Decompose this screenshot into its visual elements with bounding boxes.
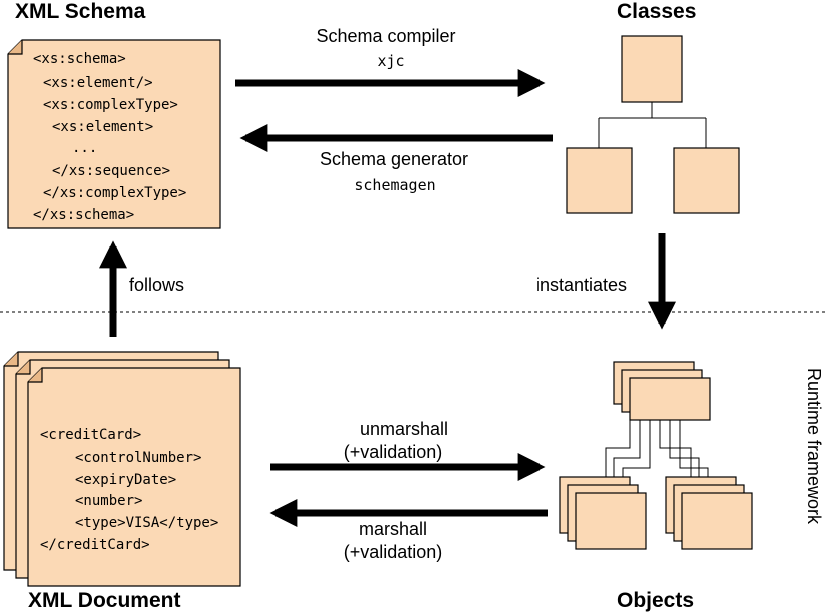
xjc-label: xjc bbox=[377, 52, 404, 70]
schema-code-line: <xs:schema> bbox=[33, 51, 126, 67]
marshall-label: marshall bbox=[359, 519, 427, 539]
marshall-validation-label: (+validation) bbox=[344, 542, 443, 562]
schema-code-line: </xs:schema> bbox=[33, 207, 134, 223]
unmarshall-validation-label: (+validation) bbox=[344, 442, 443, 462]
schema-code-line: <xs:complexType> bbox=[43, 97, 178, 113]
document-code-line: <creditCard> bbox=[40, 427, 141, 443]
schemagen-label: schemagen bbox=[354, 176, 435, 194]
object-right bbox=[681, 492, 753, 550]
document-code-line: </creditCard> bbox=[40, 537, 150, 553]
document-code-line: <expiryDate> bbox=[75, 472, 176, 488]
schema-compiler-label: Schema compiler bbox=[316, 26, 455, 46]
schema-code-line: ... bbox=[72, 140, 97, 156]
schema-code-line: <xs:element/> bbox=[43, 75, 153, 91]
objects-graph bbox=[559, 361, 753, 550]
runtime-framework-label: Runtime framework bbox=[804, 368, 824, 525]
document-code-line: <controlNumber> bbox=[75, 450, 201, 466]
object-left bbox=[575, 492, 647, 550]
schema-code-line: </xs:complexType> bbox=[43, 185, 186, 201]
unmarshall-label: unmarshall bbox=[360, 419, 448, 439]
class-box-root bbox=[621, 35, 683, 103]
follows-label: follows bbox=[129, 275, 184, 295]
schema-code-line: <xs:element> bbox=[52, 119, 153, 135]
classes-tree bbox=[566, 35, 740, 214]
xml-document-title: XML Document bbox=[28, 589, 180, 612]
document-code-line: <type>VISA</type> bbox=[75, 515, 218, 531]
class-box-right bbox=[673, 147, 740, 214]
instantiates-label: instantiates bbox=[536, 275, 627, 295]
class-box-left bbox=[566, 147, 633, 214]
objects-title: Objects bbox=[617, 589, 694, 612]
xml-schema-title: XML Schema bbox=[15, 0, 146, 23]
document-code-line: <number> bbox=[75, 493, 142, 509]
xml-schema-document: <xs:schema> <xs:element/> <xs:complexTyp… bbox=[7, 39, 221, 229]
classes-title: Classes bbox=[617, 0, 696, 23]
object-root bbox=[629, 377, 711, 421]
schema-code-line: </xs:sequence> bbox=[52, 163, 170, 179]
schema-generator-label: Schema generator bbox=[320, 149, 468, 169]
xml-document-stack: <creditCard> <controlNumber> <expiryDate… bbox=[3, 351, 241, 587]
